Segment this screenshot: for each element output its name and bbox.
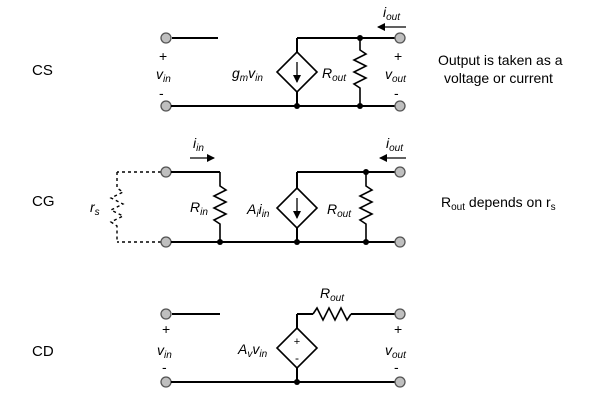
cg-output-top-terminal[interactable] xyxy=(394,166,406,178)
cs-stage-name: CS xyxy=(32,62,53,79)
cs-input-minus: - xyxy=(159,85,164,101)
cs-output-minus: - xyxy=(394,85,399,101)
cg-output-bottom-terminal[interactable] xyxy=(394,236,406,248)
cs-note-line2: voltage or current xyxy=(444,70,553,86)
cg-stage: CG rs iin Rin Aiiin xyxy=(32,135,556,248)
cs-output-current-label: iout xyxy=(383,4,401,23)
cg-note: Rout depends on rs xyxy=(441,194,556,213)
cd-output-label: vout xyxy=(385,342,407,361)
cs-input-plus: + xyxy=(159,48,167,64)
cs-output-label: vout xyxy=(385,66,407,85)
cs-input-label: vin xyxy=(156,66,171,85)
cd-stage-name: CD xyxy=(32,343,54,360)
cd-output-top-terminal[interactable] xyxy=(394,308,406,320)
cg-input-resistor-zigzag xyxy=(212,172,228,242)
cd-output-plus: + xyxy=(394,321,402,337)
cd-stage: CD + vin - + - Avvin Rout xyxy=(32,285,407,388)
cg-output-resistor xyxy=(358,172,374,242)
cs-note-line1: Output is taken as a xyxy=(438,52,563,68)
cs-node-bottom xyxy=(357,103,363,109)
cg-output-current-label: iout xyxy=(386,135,404,154)
cg-input-top-terminal[interactable] xyxy=(160,166,172,178)
cs-resistor-label: Rout xyxy=(322,65,347,84)
cg-input-resistor-label: Rin xyxy=(190,199,208,218)
cs-input-top-terminal[interactable] xyxy=(160,32,172,44)
cd-input-plus: + xyxy=(162,321,170,337)
cs-node-top xyxy=(357,35,363,41)
cd-output-resistor-zigzag xyxy=(312,306,352,322)
cd-input-port: + vin - xyxy=(157,308,220,388)
cd-voltage-source-diamond xyxy=(275,326,319,370)
cs-output-plus: + xyxy=(394,48,402,64)
cd-source-minus: - xyxy=(295,351,299,365)
cd-input-top-terminal[interactable] xyxy=(160,308,172,320)
cg-node-top xyxy=(363,169,369,175)
cd-source-label: Avvin xyxy=(237,341,268,360)
cs-output-resistor-zigzag xyxy=(352,38,368,106)
cg-input-bottom-terminal[interactable] xyxy=(160,236,172,248)
cd-source-plus: + xyxy=(294,336,300,348)
cd-input-bottom-terminal[interactable] xyxy=(160,376,172,388)
cs-input-port: + vin - xyxy=(156,32,218,112)
cg-source-resistor-zigzag xyxy=(109,172,125,242)
cg-source-label: Aiiin xyxy=(246,201,270,220)
cs-output-top-terminal[interactable] xyxy=(394,32,406,44)
cd-output-resistor-label: Rout xyxy=(320,285,345,304)
cg-node-rin-bottom xyxy=(217,239,223,245)
cd-node-source-bottom xyxy=(294,379,300,385)
cs-current-source xyxy=(275,50,319,94)
cg-input-resistor xyxy=(212,172,228,242)
cg-current-source xyxy=(275,186,319,230)
cs-input-bottom-terminal[interactable] xyxy=(160,100,172,112)
cd-voltage-source: + - xyxy=(275,326,319,370)
cg-source-resistance xyxy=(109,171,161,243)
cd-output-minus: - xyxy=(394,359,399,375)
cd-output-bottom-terminal[interactable] xyxy=(394,376,406,388)
cd-output-resistor xyxy=(312,306,352,322)
cs-node-source-bottom xyxy=(294,103,300,109)
cg-output-resistor-zigzag xyxy=(358,172,374,242)
cs-output-resistor xyxy=(352,38,368,106)
cg-stage-name: CG xyxy=(32,193,55,210)
cg-source-resistance-label: rs xyxy=(90,199,100,218)
cs-output-port: + vout - xyxy=(385,32,407,112)
cd-input-label: vin xyxy=(157,342,172,361)
cs-source-label: gmvin xyxy=(232,65,263,84)
cs-stage: CS + vin - gmvin Rout xyxy=(32,4,563,112)
cg-node-bottom xyxy=(363,239,369,245)
cd-output-port: + vout - xyxy=(385,308,407,388)
cs-output-bottom-terminal[interactable] xyxy=(394,100,406,112)
cd-input-minus: - xyxy=(162,359,167,375)
cg-node-source-bottom xyxy=(294,239,300,245)
cg-input-current-label: iin xyxy=(193,135,204,154)
cg-output-resistor-label: Rout xyxy=(327,201,352,220)
